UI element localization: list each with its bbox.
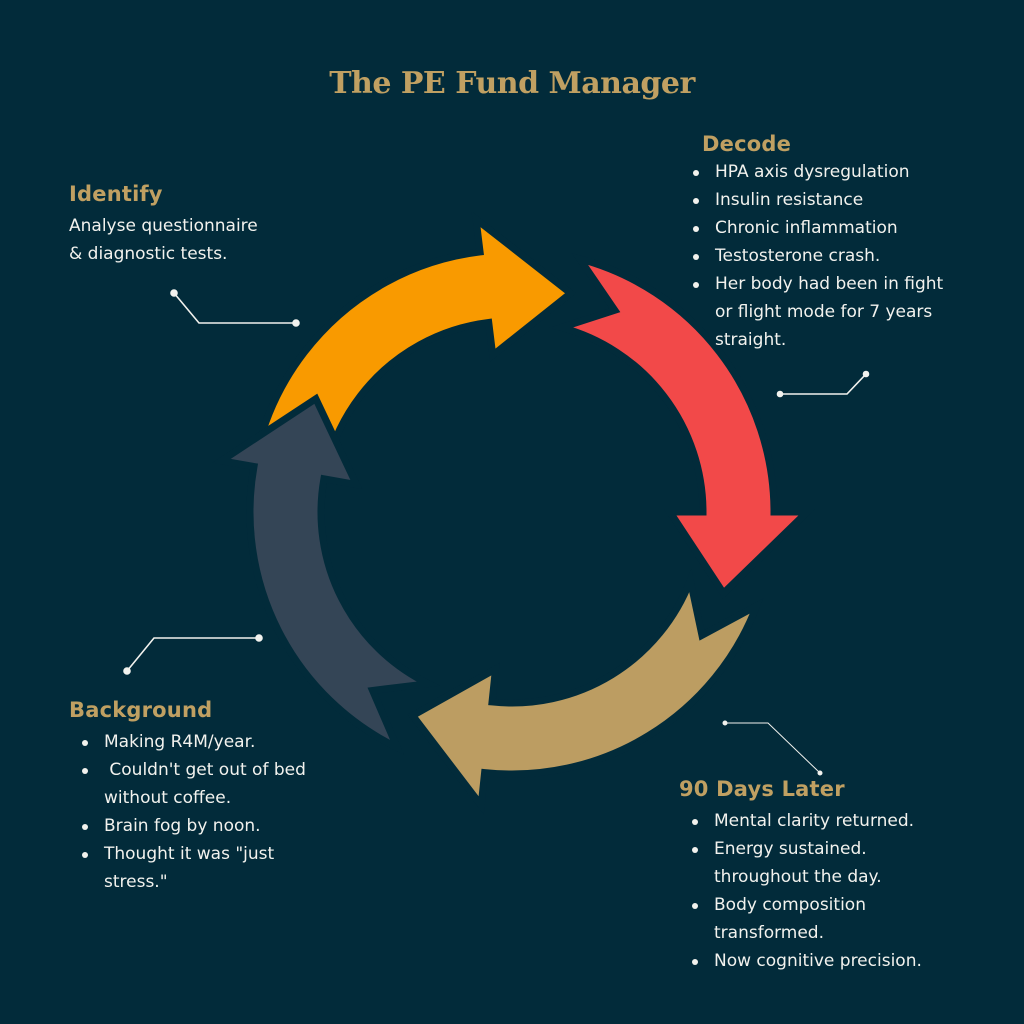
- list-item: Mental clarity returned.: [679, 807, 979, 835]
- stage-identify: Identify Analyse questionnaire & diagnos…: [69, 182, 329, 268]
- list-item: Her body had been in fight or flight mod…: [680, 270, 947, 354]
- list-item: Chronic inflammation: [680, 214, 980, 242]
- list-item: Thought it was "just stress.": [69, 840, 304, 896]
- list-item: Couldn't get out of bed without coffee.: [69, 756, 344, 812]
- bullet-list: Mental clarity returned. Energy sustaine…: [679, 807, 979, 975]
- list-item: Testosterone crash.: [680, 242, 980, 270]
- connector-background: [123, 634, 263, 675]
- stage-heading: Background: [69, 698, 213, 722]
- arrow-background: [212, 393, 441, 755]
- connector-later: [722, 720, 823, 776]
- bullet-list: Making R4M/year. Couldn't get out of bed…: [69, 728, 369, 896]
- stage-description-line: Analyse questionnaire: [69, 216, 258, 236]
- list-item: Now cognitive precision.: [679, 947, 979, 975]
- list-item: HPA axis dysregulation: [680, 158, 980, 186]
- stage-heading: 90 Days Later: [679, 777, 845, 801]
- connector-decode: [776, 370, 870, 398]
- stage-background: Background Making R4M/year. Couldn't get…: [69, 698, 369, 896]
- list-item: Insulin resistance: [680, 186, 980, 214]
- list-item: Making R4M/year.: [69, 728, 369, 756]
- connector-identify: [170, 289, 300, 327]
- arrow-later: [407, 568, 764, 815]
- stage-90-days-later: 90 Days Later Mental clarity returned. E…: [679, 777, 979, 975]
- list-item: Body composition transformed.: [679, 891, 904, 947]
- stage-heading: Identify: [69, 182, 163, 206]
- page-title: The PE Fund Manager: [329, 66, 695, 101]
- bullet-list: HPA axis dysregulation Insulin resistanc…: [680, 158, 980, 354]
- list-item: Energy sustained. throughout the day.: [679, 835, 904, 891]
- stage-heading: Decode: [702, 132, 792, 156]
- arrow-decode: [549, 253, 816, 599]
- stage-description-line: & diagnostic tests.: [69, 244, 228, 264]
- stage-decode: Decode HPA axis dysregulation Insulin re…: [680, 132, 980, 354]
- list-item: Brain fog by noon.: [69, 812, 369, 840]
